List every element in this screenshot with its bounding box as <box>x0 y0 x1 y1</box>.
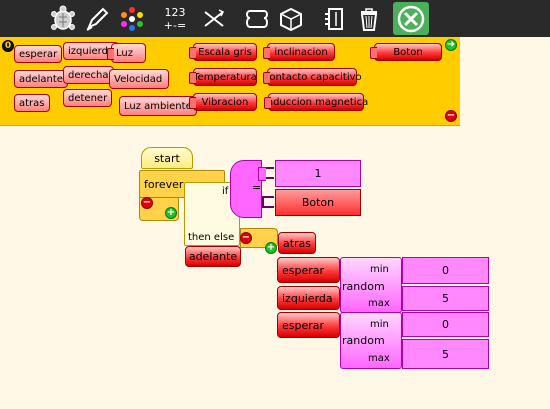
palette-shrink-icon[interactable]: − <box>445 110 457 122</box>
palette-esperar[interactable]: esperar <box>14 45 63 63</box>
trash-icon[interactable] <box>352 2 386 35</box>
numbers-bottom-label: +-= <box>163 18 187 32</box>
random-2-max-label: max <box>368 353 390 364</box>
palette-luz[interactable]: Luz <box>107 43 146 63</box>
numbers-top-label: 123 <box>164 5 186 19</box>
atras-block[interactable]: atras <box>278 232 316 254</box>
random-block-2[interactable] <box>340 312 402 369</box>
forever-add-icon[interactable]: + <box>165 207 177 219</box>
loop-icon[interactable] <box>240 2 274 35</box>
palette-boton[interactable]: Boton <box>370 43 442 61</box>
if-label: if <box>222 186 229 197</box>
block-palette: 0 esperar izquierda adelante derecha atr… <box>0 37 460 126</box>
equals-operator: = <box>252 181 262 194</box>
flow-icon[interactable] <box>197 2 231 35</box>
palette-collapse-icon[interactable]: 0 <box>2 40 14 52</box>
palette-escala-gris[interactable]: Escala gris <box>189 43 257 61</box>
random-2-max-value[interactable]: 5 <box>402 339 489 369</box>
random-2-min-value[interactable]: 0 <box>402 312 489 337</box>
then-else-label: then else <box>188 232 235 243</box>
pen-icon[interactable] <box>80 2 114 35</box>
palette-derecha[interactable]: derecha <box>63 66 114 84</box>
random-1-max-label: max <box>368 298 390 309</box>
equals-right-socket <box>262 196 274 208</box>
random-1-label: random <box>342 280 385 293</box>
palette-adelante[interactable]: adelante <box>14 70 68 88</box>
palette-induccion-magnetica[interactable]: Induccion magnetica <box>264 93 368 111</box>
equals-block[interactable] <box>230 160 262 218</box>
equals-left-socket <box>258 167 274 181</box>
close-icon[interactable] <box>393 2 429 35</box>
sensor-icon[interactable] <box>318 2 352 35</box>
palette-temperatura[interactable]: Temperatura <box>189 68 257 86</box>
random-1-min-value[interactable]: 0 <box>402 257 489 284</box>
palette-inclinacion[interactable]: inclinacion <box>263 43 335 61</box>
random-1-min-label: min <box>370 264 389 275</box>
adelante-block[interactable]: adelante <box>185 246 241 267</box>
box-icon[interactable] <box>274 2 308 35</box>
palette-vibracion[interactable]: Vibracion <box>189 93 257 111</box>
equals-right-sensor[interactable]: Boton <box>275 189 361 216</box>
forever-remove-icon[interactable]: − <box>141 197 153 209</box>
toolbar: 123 +-= <box>0 0 550 37</box>
random-1-max-value[interactable]: 5 <box>402 286 489 311</box>
palette-contacto-capacitivo[interactable]: Contacto capacitivo <box>262 68 362 86</box>
if-add-icon[interactable]: + <box>265 242 277 254</box>
izquierda-block[interactable]: izquierda <box>277 286 340 310</box>
palette-luz-ambiente[interactable]: Luz ambiente <box>119 96 197 116</box>
palette-detener[interactable]: detener <box>63 89 113 107</box>
random-2-min-label: min <box>370 319 389 330</box>
numbers-icon[interactable]: 123 +-= <box>157 2 193 35</box>
palette-velocidad[interactable]: Velocidad <box>109 69 170 89</box>
esperar-block-1[interactable]: esperar <box>277 257 340 283</box>
palette-atras[interactable]: atras <box>14 94 50 112</box>
esperar-block-2[interactable]: esperar <box>277 312 340 338</box>
random-2-label: random <box>342 334 385 347</box>
turtle-icon[interactable] <box>46 2 80 35</box>
palette-izquierda[interactable]: izquierda <box>63 42 120 60</box>
palette-icon[interactable] <box>115 2 149 35</box>
if-remove-icon[interactable]: − <box>240 232 252 244</box>
palette-next-icon[interactable]: ➜ <box>445 39 457 51</box>
start-block[interactable]: start <box>141 147 193 169</box>
equals-left-value[interactable]: 1 <box>275 160 361 187</box>
